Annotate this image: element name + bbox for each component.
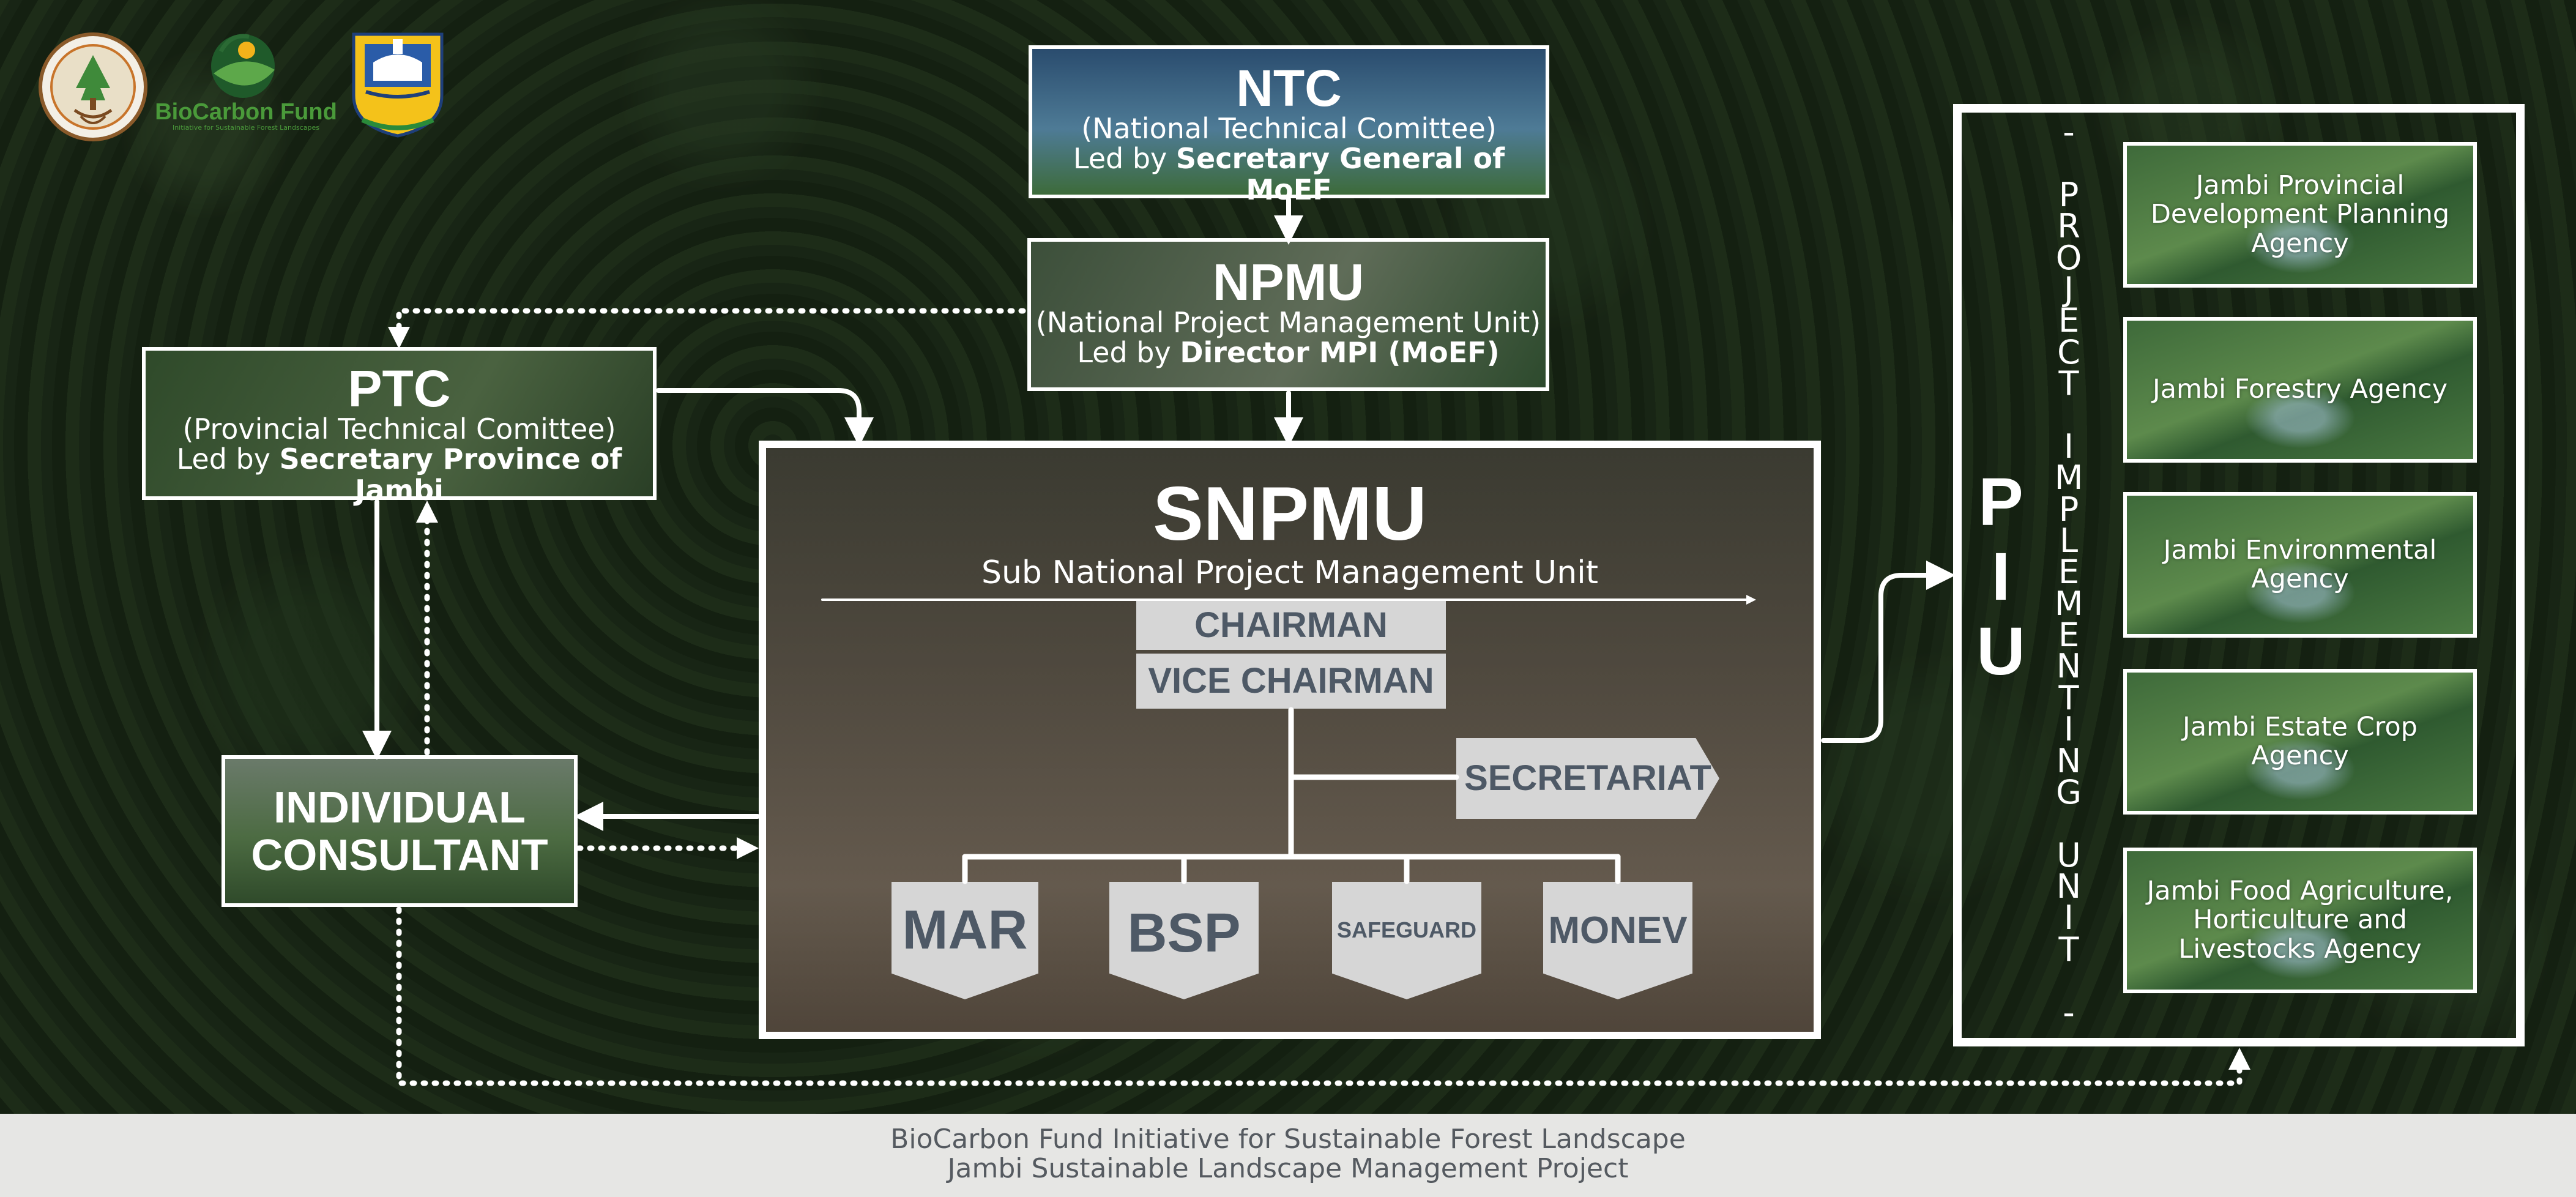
piu-vertical-char: -: [2063, 993, 2075, 1032]
piu-letter-p: P: [1978, 464, 2023, 540]
ntc-title: NTC: [1236, 59, 1342, 117]
piu-vertical-char: T: [2058, 678, 2079, 717]
footer-line2: Jambi Sustainable Landscape Management P…: [947, 1153, 1629, 1184]
piu-vertical-char: C: [2057, 332, 2080, 371]
piu-vertical-char: M: [2054, 458, 2083, 498]
footer-line1: BioCarbon Fund Initiative for Sustainabl…: [890, 1124, 1686, 1155]
ptc-subtitle: (Provincial Technical Comittee): [182, 412, 616, 446]
piu-vertical-char: J: [2064, 269, 2074, 308]
unit-bsp-label: BSP: [1127, 902, 1241, 964]
piu-vertical-char: -: [2063, 113, 2075, 151]
piu-vertical-char: E: [2058, 553, 2080, 592]
agency-planning: Jambi Provincial Development Planning Ag…: [2123, 142, 2477, 288]
unit-safeguard-label: SAFEGUARD: [1336, 917, 1476, 942]
unit-mar: MAR: [892, 882, 1038, 999]
individual-consultant-box: INDIVIDUAL CONSULTANT: [221, 755, 578, 907]
agency-forestry-label: Jambi Forestry Agency: [2152, 374, 2448, 405]
piu-vertical-char: I: [2064, 710, 2074, 749]
ptc-title: PTC: [348, 360, 451, 417]
piu-vertical-char: P: [2058, 175, 2079, 214]
piu-vertical-char: E: [2058, 616, 2080, 655]
biocarbon-tagline: Initiative for Sustainable Forest Landsc…: [172, 124, 320, 132]
piu-vertical-char: G: [2056, 772, 2082, 811]
agency-estate-crop: Jambi Estate Crop Agency: [2123, 669, 2477, 815]
ministry-logo: [38, 32, 148, 142]
ntc-subtitle: (National Technical Comittee): [1081, 112, 1497, 145]
ic-line1: INDIVIDUAL: [274, 783, 526, 832]
unit-monev: MONEV: [1543, 882, 1692, 999]
piu-box: [1953, 104, 2525, 1046]
npmu-subtitle: (National Project Management Unit): [1035, 306, 1541, 339]
biocarbon-logo-text: BioCarbon Fund: [155, 99, 337, 125]
secretariat-label: SECRETARIAT: [1456, 738, 1719, 819]
agency-food-agriculture-label: Jambi Food Agriculture, Horticulture and…: [2146, 876, 2454, 964]
arrow-snpmu-piu: [1821, 561, 1956, 743]
npmu-title: NPMU: [1212, 253, 1364, 311]
agency-forestry: Jambi Forestry Agency: [2123, 317, 2477, 463]
piu-vertical-char: I: [2064, 898, 2074, 938]
footer: BioCarbon Fund Initiative for Sustainabl…: [0, 1114, 2576, 1197]
ptc-lead: Led by Secretary Province of Jambi: [176, 442, 622, 507]
piu-vertical-char: L: [2059, 521, 2079, 560]
piu-vertical-char: M: [2054, 584, 2083, 623]
agency-planning-label: Jambi Provincial Development Planning Ag…: [2150, 170, 2450, 259]
dotted-ic-piu: [396, 906, 2250, 1086]
piu-vertical-char: N: [2056, 741, 2082, 780]
biocarbon-logo: BioCarbon Fund Initiative for Sustainabl…: [154, 27, 338, 143]
unit-bsp: BSP: [1109, 882, 1259, 999]
arrow-ptc-snpmu: [656, 388, 874, 447]
agency-environmental-label: Jambi Environmental Agency: [2163, 534, 2437, 594]
agency-environmental: Jambi Environmental Agency: [2123, 492, 2477, 638]
unit-mar-label: MAR: [902, 899, 1028, 961]
npmu-lead-name: Director MPI (MoEF): [1180, 336, 1500, 370]
agency-food-agriculture: Jambi Food Agriculture, Horticulture and…: [2123, 848, 2477, 993]
piu-vertical-char: R: [2057, 207, 2080, 246]
ntc-lead: Led by Secretary General of MoEF: [1073, 142, 1505, 206]
npmu-box: NPMU (National Project Management Unit) …: [1027, 238, 1549, 391]
chairman-label: CHAIRMAN: [1136, 601, 1446, 650]
unit-monev-label: MONEV: [1548, 909, 1688, 952]
piu-letter-u: U: [1976, 614, 2025, 689]
piu-vertical-char: E: [2058, 301, 2080, 340]
piu-vertical-char: O: [2055, 238, 2082, 277]
piu-vertical-char: U: [2057, 835, 2081, 874]
piu-vertical-char: P: [2058, 490, 2079, 529]
agency-estate-crop-label: Jambi Estate Crop Agency: [2183, 711, 2418, 771]
snpmu-title: SNPMU: [1153, 472, 1427, 556]
npmu-lead: Led by Director MPI (MoEF): [1077, 336, 1500, 370]
ptc-box: PTC (Provincial Technical Comittee) Led …: [142, 347, 657, 505]
vice-chairman-label: VICE CHAIRMAN: [1136, 654, 1446, 709]
dotted-npmu-ptc: [388, 308, 1026, 349]
unit-safeguard: SAFEGUARD: [1332, 882, 1481, 999]
ptc-lead-name: Secretary Province of Jambi: [279, 442, 622, 507]
piu-letter-i: I: [1991, 539, 2011, 614]
ic-line2: CONSULTANT: [251, 831, 548, 880]
jambi-emblem: [348, 28, 448, 138]
ntc-box: NTC (National Technical Comittee) Led by…: [1029, 45, 1549, 205]
piu-vertical-char: I: [2064, 427, 2074, 466]
connector-lines: [362, 197, 2250, 1086]
piu-vertical-char: N: [2056, 647, 2082, 686]
snpmu-subtitle: Sub National Project Management Unit: [981, 554, 1599, 591]
piu-short-letters: P I U: [1970, 465, 2031, 689]
piu-vertical-char: T: [2058, 364, 2079, 403]
piu-vertical-char: N: [2056, 867, 2082, 906]
piu-vertical-char: T: [2058, 930, 2079, 969]
